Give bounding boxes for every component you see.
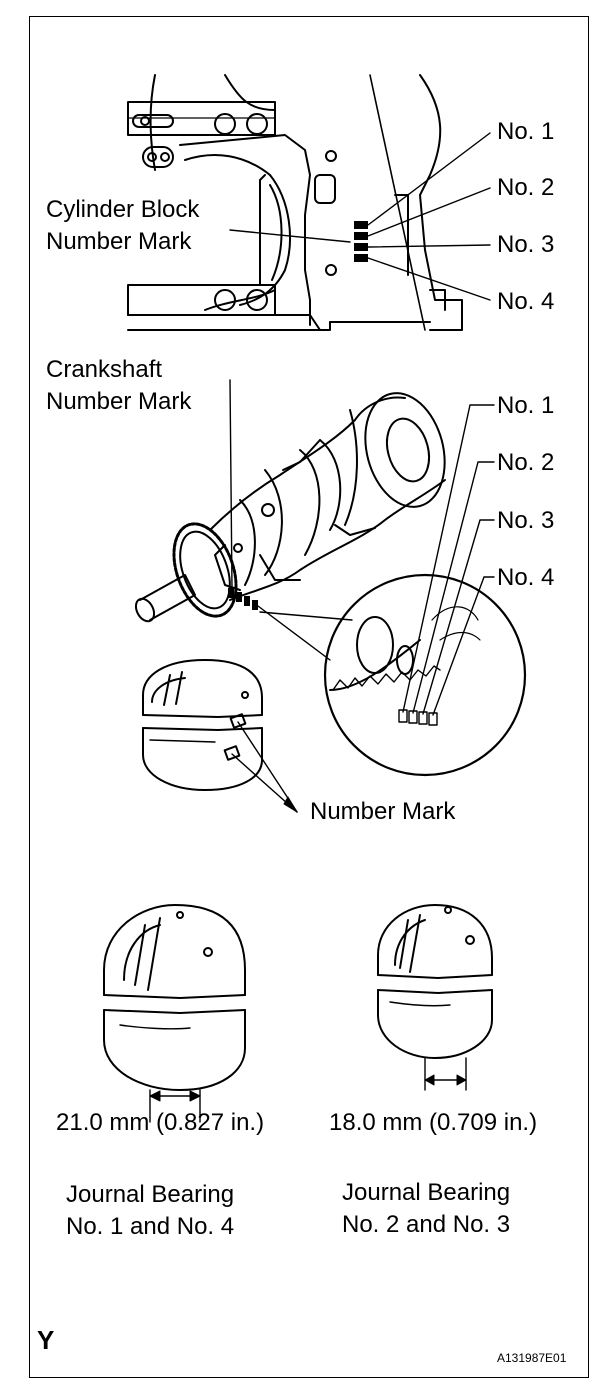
- block-label-no1: No. 1: [497, 118, 555, 145]
- bearing-wide-drawing: [103, 904, 246, 1123]
- block-number-marks: [354, 221, 368, 262]
- journal-right-line2: No. 2 and No. 3: [342, 1211, 511, 1238]
- width-label-left: 21.0 mm (0.827 in.): [56, 1109, 265, 1136]
- crankshaft-label-line2: Number Mark: [46, 388, 192, 415]
- block-label-no4: No. 4: [497, 288, 555, 315]
- crank-label-no2: No. 2: [497, 449, 555, 476]
- crankshaft-drawing: [134, 379, 527, 777]
- block-label-no3: No. 3: [497, 231, 555, 258]
- detail-number-marks: [398, 709, 438, 726]
- number-mark-label: Number Mark: [310, 798, 456, 825]
- crank-label-no3: No. 3: [497, 507, 555, 534]
- cylinder-block-label-line2: Number Mark: [46, 228, 192, 255]
- crankshaft-label-line1: Crankshaft: [46, 356, 163, 383]
- crank-label-no1: No. 1: [497, 392, 555, 419]
- journal-left-line1: Journal Bearing: [66, 1181, 235, 1208]
- figure-code: A131987E01: [497, 1351, 567, 1365]
- bearing-narrow-drawing: [377, 904, 493, 1091]
- width-label-right: 18.0 mm (0.709 in.): [329, 1109, 538, 1136]
- journal-right-line1: Journal Bearing: [342, 1179, 511, 1206]
- block-label-no2: No. 2: [497, 174, 555, 201]
- corner-letter: Y: [37, 1325, 55, 1355]
- cylinder-block-label-line1: Cylinder Block: [46, 196, 200, 223]
- crankshaft-number-marks: [228, 588, 258, 610]
- journal-left-line2: No. 1 and No. 4: [66, 1213, 235, 1240]
- cylinder-block-drawing: [127, 74, 491, 331]
- figure-frame: [29, 16, 589, 1378]
- crank-label-no4: No. 4: [497, 564, 555, 591]
- bearing-number-mark-drawing: [142, 659, 298, 813]
